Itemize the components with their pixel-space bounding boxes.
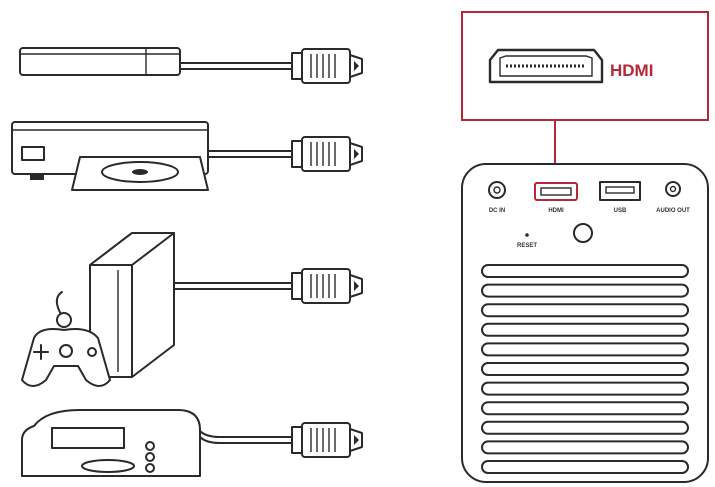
- vent-slot: [481, 381, 689, 396]
- audio-out-port: AUDIO OUT: [656, 181, 690, 214]
- vent-slot: [481, 401, 689, 416]
- vent-slot: [481, 303, 689, 318]
- hdmi-cable-3: [173, 268, 363, 304]
- hdmi-cable-4: [199, 422, 363, 458]
- usb-label: USB: [614, 208, 627, 214]
- hdmi-cable-1: [179, 48, 363, 84]
- audio-out-label: AUDIO OUT: [656, 208, 690, 214]
- set-top-box-icon: [21, 409, 201, 477]
- vent-slot: [481, 342, 689, 357]
- vent-slot: [481, 440, 689, 455]
- hdmi-port-large-icon: [488, 48, 604, 84]
- vent-slot: [481, 283, 689, 298]
- dc-in-label: DC IN: [489, 208, 505, 214]
- dvd-player-icon: [11, 121, 209, 191]
- game-console-icon: [21, 232, 175, 387]
- hdmi-cable-2: [207, 136, 363, 172]
- vent-slot: [481, 264, 689, 278]
- reset-label: RESET: [517, 243, 537, 249]
- projector-rear-panel: DC IN HDMI USB AUDIO OUT RESET: [461, 163, 709, 483]
- vent-slot: [481, 362, 689, 376]
- hdmi-label: HDMI: [610, 61, 653, 80]
- hdmi-port: HDMI: [534, 182, 578, 214]
- hdmi-port-callout: HDMI: [461, 11, 709, 121]
- usb-port: USB: [599, 181, 641, 214]
- gamepad-icon: [21, 291, 111, 387]
- reset-button: RESET: [517, 223, 593, 249]
- hdmi-port-label: HDMI: [548, 208, 564, 214]
- vent-slot: [481, 322, 689, 337]
- dc-in-port: DC IN: [488, 181, 506, 214]
- ventilation-grille: [481, 264, 689, 474]
- vent-slot: [481, 460, 689, 474]
- vent-slot: [481, 420, 689, 435]
- streaming-stick-icon: [19, 47, 181, 76]
